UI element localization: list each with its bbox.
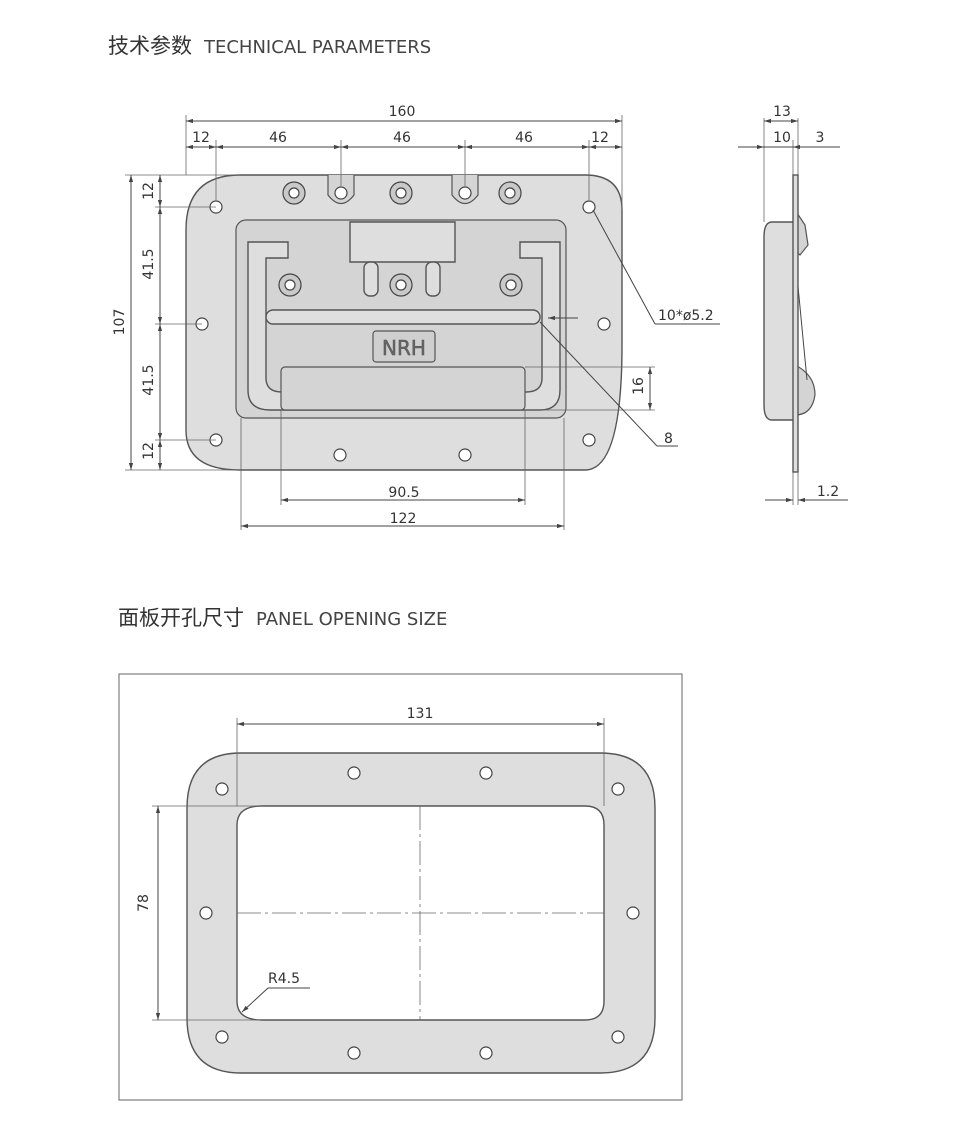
hinge-stem-right bbox=[425, 261, 441, 297]
dim-handle-dia: 8 bbox=[664, 431, 673, 447]
dim-overall-width: 160 bbox=[389, 104, 416, 120]
panel-flange bbox=[186, 752, 656, 1074]
dim-edge-right: 12 bbox=[591, 130, 609, 146]
dim-overall-height: 107 bbox=[112, 309, 128, 336]
title-cn: 面板开孔尺寸 bbox=[118, 606, 244, 630]
dim-handle-depth: 16 bbox=[631, 377, 647, 395]
rivet-bosses bbox=[278, 181, 523, 297]
side-plate bbox=[792, 174, 799, 473]
hinge-stem-left bbox=[363, 261, 379, 297]
title-en: PANEL OPENING SIZE bbox=[256, 609, 448, 630]
dim-holes: 10*ø5.2 bbox=[658, 308, 714, 324]
side-view: 13 10 3 1.2 bbox=[738, 104, 848, 505]
handle-grip bbox=[280, 366, 526, 411]
handle-bail bbox=[247, 241, 561, 411]
dim-body-depth: 10 bbox=[773, 130, 791, 146]
dim-cutout-height: 78 bbox=[136, 894, 152, 912]
dim-v-pitch-bottom: 41.5 bbox=[141, 364, 157, 395]
dim-pitch-2: 46 bbox=[393, 130, 411, 146]
logo-text: NRH bbox=[382, 336, 426, 360]
dim-flange-offset: 3 bbox=[816, 130, 825, 146]
hole bbox=[334, 186, 348, 200]
side-grip bbox=[794, 364, 816, 416]
front-view: NRH 160 bbox=[112, 104, 720, 530]
side-body bbox=[763, 221, 796, 421]
dim-plate-thickness: 1.2 bbox=[817, 484, 839, 500]
dim-total-depth: 13 bbox=[773, 104, 791, 120]
dim-handle-width: 122 bbox=[390, 511, 417, 527]
technical-parameters-title: 技术参数 TECHNICAL PARAMETERS bbox=[108, 30, 431, 60]
dim-cutout-width: 131 bbox=[407, 706, 434, 722]
dim-grip-length: 90.5 bbox=[388, 485, 419, 501]
dim-pitch-1: 46 bbox=[269, 130, 287, 146]
dim-corner-radius: R4.5 bbox=[268, 971, 300, 987]
hinge-block bbox=[349, 221, 456, 263]
dim-v-pitch-top: 41.5 bbox=[141, 248, 157, 279]
title-cn: 技术参数 bbox=[108, 34, 192, 58]
panel-opening-title: 面板开孔尺寸 PANEL OPENING SIZE bbox=[118, 602, 447, 632]
dim-pitch-3: 46 bbox=[515, 130, 533, 146]
dim-edge-left: 12 bbox=[192, 130, 210, 146]
slot bbox=[265, 309, 541, 325]
hole bbox=[458, 186, 472, 200]
panel-view: 131 78 R4.5 bbox=[118, 673, 683, 1101]
dim-v-edge-bottom: 12 bbox=[141, 442, 157, 460]
title-en: TECHNICAL PARAMETERS bbox=[204, 37, 432, 58]
brand-logo: NRH bbox=[372, 330, 436, 363]
dim-v-edge-top: 12 bbox=[141, 182, 157, 200]
panel-holes bbox=[199, 766, 640, 1060]
